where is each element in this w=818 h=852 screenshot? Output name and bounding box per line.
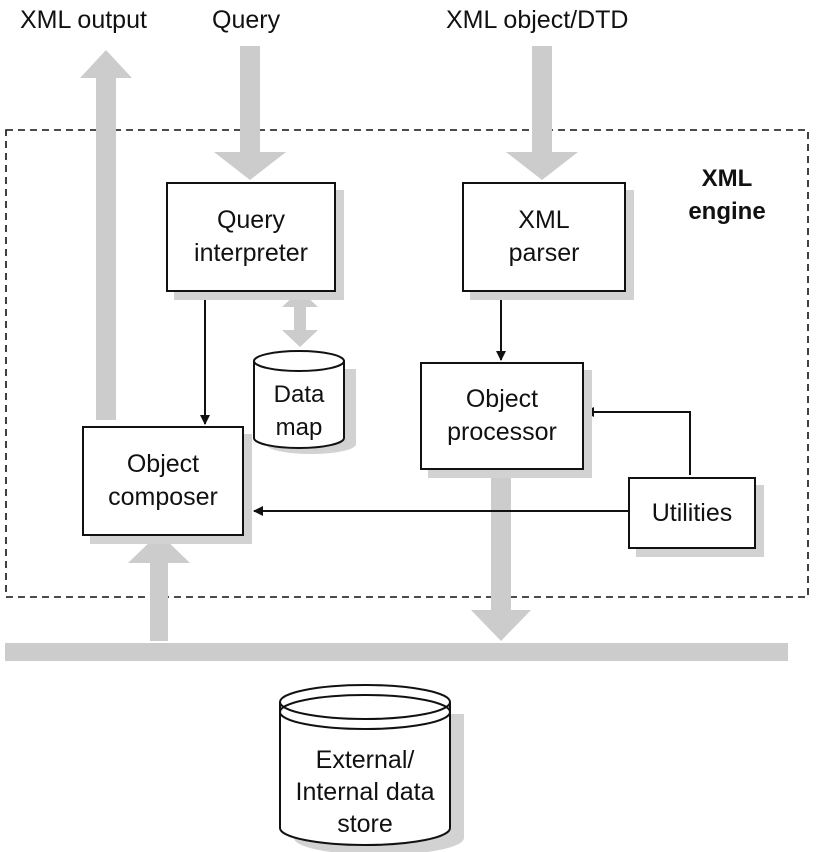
xml-parser-line2: parser — [508, 239, 580, 267]
xml-engine-label: XML engine — [682, 162, 772, 228]
data-store-line2: Internal data — [295, 778, 435, 806]
data-store-line1: External/ — [315, 746, 415, 774]
utilities-to-processor-arrow — [584, 407, 691, 475]
processor-to-store-flow-arrow — [471, 470, 531, 641]
data-map-line2: map — [275, 414, 323, 441]
data-store-line3: store — [337, 810, 393, 838]
data-map-cylinder — [253, 350, 356, 454]
xml-engine-boundary — [5, 129, 809, 598]
object-composer-box: Object composer — [82, 426, 244, 536]
xml-parser-box: XML parser — [462, 182, 626, 292]
query-flow-arrow — [214, 46, 286, 180]
object-composer-line2: composer — [108, 483, 218, 511]
xml-object-dtd-label: XML object/DTD — [446, 6, 629, 34]
query-interpreter-line2: interpreter — [194, 239, 308, 267]
xml-parser-line1: XML — [518, 206, 570, 234]
data-map-line1: Data — [273, 381, 325, 408]
utilities-box: Utilities — [628, 477, 756, 549]
object-processor-line1: Object — [465, 385, 539, 413]
data-bus — [5, 643, 788, 661]
store-to-composer-flow-arrow — [128, 533, 190, 641]
xml-engine-label-line1: XML — [701, 165, 753, 192]
data-store-label: External/ Internal data store — [280, 744, 450, 840]
data-map-label: Data map — [254, 378, 344, 444]
data-store-cylinder — [279, 684, 464, 852]
object-processor-line2: processor — [447, 418, 557, 446]
query-label: Query — [212, 6, 281, 34]
xml-output-label: XML output — [20, 6, 147, 34]
utilities-line1: Utilities — [651, 498, 733, 527]
xml-output-flow-arrow — [80, 50, 132, 420]
data-map-link-arrow — [282, 290, 318, 347]
query-interpreter-line1: Query — [216, 206, 286, 234]
xml-engine-label-line2: engine — [688, 198, 766, 225]
query-interpreter-box: Query interpreter — [166, 182, 336, 292]
object-processor-box: Object processor — [420, 362, 584, 470]
xml-object-flow-arrow — [506, 46, 578, 180]
object-composer-line1: Object — [126, 450, 200, 478]
